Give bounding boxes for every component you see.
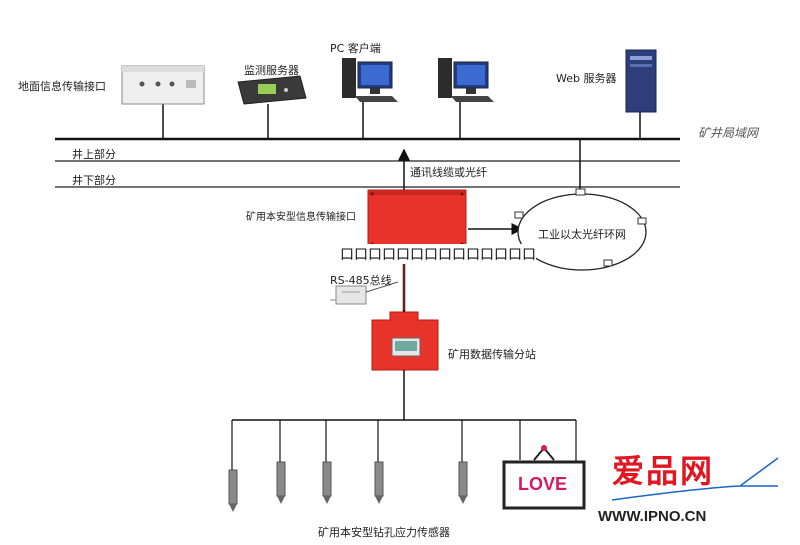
label-lan: 矿井局域网	[698, 126, 759, 140]
fiber-ring	[514, 188, 647, 271]
watermark-url: WWW.IPNO.CN	[598, 508, 707, 525]
love-sign-logo	[502, 445, 586, 510]
label-ring: 工业以太光纤环网	[538, 228, 626, 241]
watermark-swoosh	[611, 457, 779, 501]
monitor-server-device	[237, 75, 307, 105]
label-cable: 通讯线缆或光纤	[410, 166, 487, 179]
mine-interface-device	[367, 189, 467, 249]
watermark-title: 爱品网	[612, 452, 715, 490]
rs485-device	[330, 285, 367, 305]
label-substation: 矿用数据传输分站	[448, 348, 536, 361]
label-sensor: 矿用本安型钻孔应力传感器	[318, 526, 450, 539]
label-pc-client: PC 客户端	[330, 42, 381, 55]
label-web-server: Web 服务器	[556, 72, 617, 85]
pc-client-1	[342, 58, 398, 102]
label-monitor-server: 监测服务器	[244, 64, 299, 77]
overlay-placeholder-text: 口口口口口口口口口口口口口口	[340, 244, 536, 264]
label-mine-interface: 矿用本安型信息传输接口	[246, 212, 356, 223]
substation-device	[371, 311, 439, 371]
surface-interface-device	[121, 65, 205, 105]
watermark-love-text: LOVE	[518, 474, 568, 494]
label-rs485: RS-485总线	[330, 274, 392, 287]
pc-client-2	[438, 58, 494, 102]
label-surface-interface: 地面信息传输接口	[18, 80, 106, 93]
web-server-device	[625, 49, 657, 113]
label-below-ground: 井下部分	[72, 174, 116, 187]
label-above-ground: 井上部分	[72, 148, 116, 161]
